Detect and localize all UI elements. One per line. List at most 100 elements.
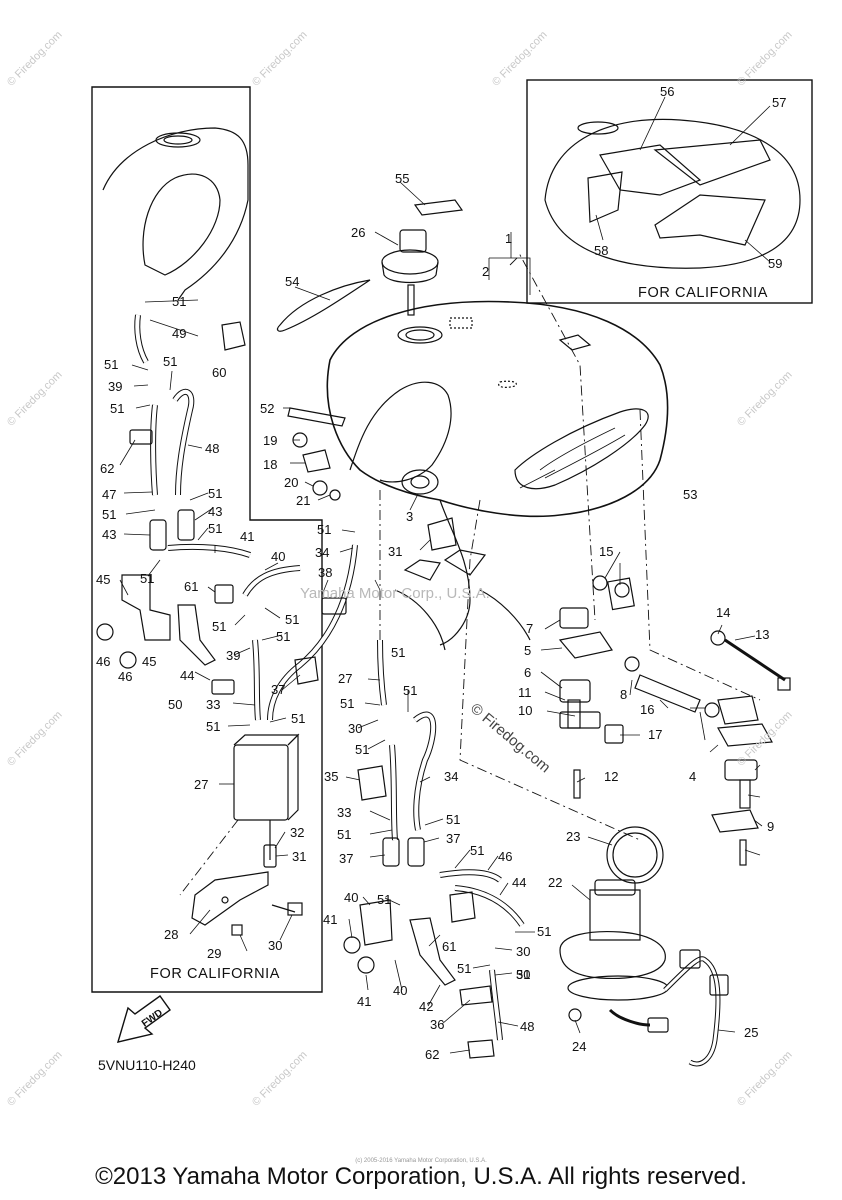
callout-36: 36 [430, 1017, 445, 1032]
callout-26: 26 [351, 225, 366, 240]
callout-19: 19 [263, 433, 278, 448]
callout-32: 32 [290, 825, 305, 840]
callout-49: 49 [172, 326, 187, 341]
callout-55: 55 [395, 171, 410, 186]
tiny-copyright: (c) 2005-2016 Yamaha Motor Corporation, … [355, 1158, 487, 1164]
callout-51h: 51 [140, 571, 155, 586]
callout-37a: 37 [271, 682, 286, 697]
callout-47: 47 [102, 487, 117, 502]
callout-51k: 51 [276, 629, 291, 644]
callout-51w: 51 [537, 924, 552, 939]
callout-3: 3 [406, 509, 414, 524]
callout-48a: 48 [205, 441, 220, 456]
shield-58 [587, 171, 623, 223]
callout-43a: 43 [102, 527, 117, 542]
callout-58: 58 [594, 243, 609, 258]
callout-45a: 45 [96, 572, 111, 587]
callout-20: 20 [284, 475, 299, 490]
callout-25: 25 [744, 1025, 759, 1040]
callout-40a: 40 [271, 549, 286, 564]
callout-17: 17 [648, 727, 663, 742]
callout-31a: 31 [388, 544, 403, 559]
shield-59 [654, 194, 766, 246]
tank-cap-26 [381, 249, 439, 275]
shield-57 [653, 139, 771, 186]
callout-61b: 61 [442, 939, 457, 954]
california-top-right-box [526, 79, 813, 304]
callout-46a: 46 [96, 654, 111, 669]
callout-30c: 30 [516, 944, 531, 959]
callout-2: 2 [482, 264, 490, 279]
callout-37b: 37 [446, 831, 461, 846]
fuel-pump-22 [559, 930, 666, 980]
harness-25 [663, 956, 721, 1067]
callout-51m: 51 [291, 711, 306, 726]
callout-4: 4 [689, 769, 697, 784]
callout-51y: 51 [516, 967, 531, 982]
callout-27a: 27 [194, 777, 209, 792]
callout-30d: 30 [516, 967, 531, 982]
callout-46c: 46 [498, 849, 513, 864]
callout-60: 60 [212, 365, 227, 380]
callout-14: 14 [716, 605, 731, 620]
callout-7: 7 [526, 621, 534, 636]
callout-5: 5 [524, 643, 532, 658]
callout-15: 15 [599, 544, 614, 559]
callout-62b: 62 [425, 1047, 440, 1062]
callout-10: 10 [518, 703, 533, 718]
callout-56: 56 [660, 84, 675, 99]
callout-12: 12 [604, 769, 619, 784]
callout-61a: 61 [184, 579, 199, 594]
gasket-23 [606, 826, 664, 884]
callout-51f: 51 [102, 507, 117, 522]
diagram-code: 5VNU110-H240 [98, 1057, 196, 1073]
callout-30a: 30 [268, 938, 283, 953]
callout-51a: 51 [172, 294, 187, 309]
callout-51l: 51 [206, 719, 221, 734]
callout-51g: 51 [208, 521, 223, 536]
callout-41a: 41 [240, 529, 255, 544]
callout-51t: 51 [337, 827, 352, 842]
fwd-arrow [116, 995, 171, 1043]
callout-51n: 51 [317, 522, 332, 537]
callout-54: 54 [285, 274, 300, 289]
callout-24: 24 [572, 1039, 587, 1054]
callout-6: 6 [524, 665, 532, 680]
callout-31b: 31 [292, 849, 307, 864]
callout-43b: 43 [208, 504, 223, 519]
callout-51p: 51 [340, 696, 355, 711]
callout-11: 11 [518, 685, 532, 700]
callout-30b: 30 [348, 721, 363, 736]
copyright-notice: ©2013 Yamaha Motor Corporation, U.S.A. A… [95, 1163, 747, 1190]
callout-8: 8 [620, 687, 628, 702]
callout-33b: 33 [337, 805, 352, 820]
callout-51i: 51 [212, 619, 227, 634]
fuel-tank-body [326, 300, 669, 518]
callout-13: 13 [755, 627, 770, 642]
callout-51u: 51 [470, 843, 485, 858]
shield-56 [599, 144, 702, 196]
callout-41b: 41 [323, 912, 338, 927]
callout-22: 22 [548, 875, 563, 890]
pad-54 [276, 279, 371, 332]
watermark-center: Yamaha Motor Corp., U.S.A. [300, 585, 490, 602]
callout-40c: 40 [393, 983, 408, 998]
left-tank-outline [102, 127, 249, 301]
callout-57: 57 [772, 95, 787, 110]
left-box-note: FOR CALIFORNIA [150, 966, 281, 982]
tank-rear-outline [439, 499, 471, 646]
callout-33a: 33 [206, 697, 221, 712]
california-left-box [91, 86, 323, 993]
callout-51e: 51 [208, 486, 223, 501]
callout-50: 50 [168, 697, 183, 712]
callout-51x: 51 [457, 961, 472, 976]
bracket-28 [191, 871, 269, 926]
callout-51s: 51 [446, 812, 461, 827]
callout-59: 59 [768, 256, 783, 271]
callout-46b: 46 [118, 669, 133, 684]
callout-44a: 44 [180, 668, 195, 683]
callout-53: 53 [683, 487, 698, 502]
callout-40b: 40 [344, 890, 359, 905]
callout-39a: 39 [108, 379, 123, 394]
